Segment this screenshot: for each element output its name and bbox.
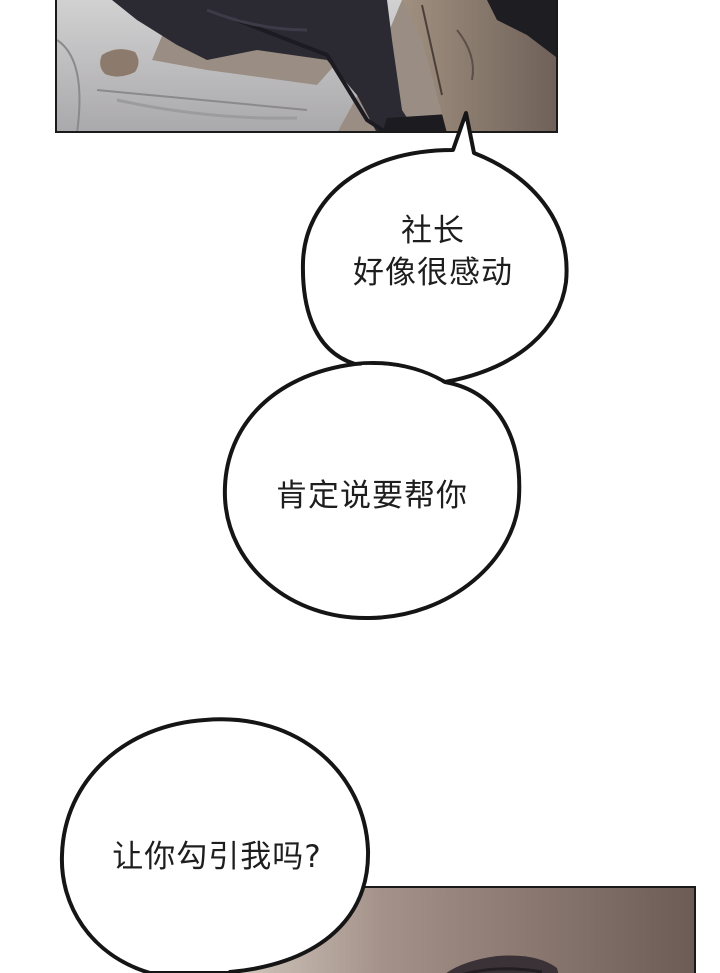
top-panel-artwork	[57, 0, 556, 131]
speech-line: 让你勾引我吗?	[112, 839, 322, 875]
bottom-comic-panel	[205, 886, 696, 973]
speech-text-lower: 让你勾引我吗?	[82, 836, 352, 878]
speech-line: 肯定说要帮你	[276, 478, 468, 514]
speech-line: 社长	[401, 213, 465, 249]
speech-text-middle: 肯定说要帮你	[240, 475, 504, 517]
speech-text-upper: 社长 好像很感动	[318, 210, 548, 294]
bottom-panel-artwork	[207, 888, 694, 973]
speech-line: 好像很感动	[353, 255, 513, 291]
top-comic-panel	[55, 0, 558, 133]
